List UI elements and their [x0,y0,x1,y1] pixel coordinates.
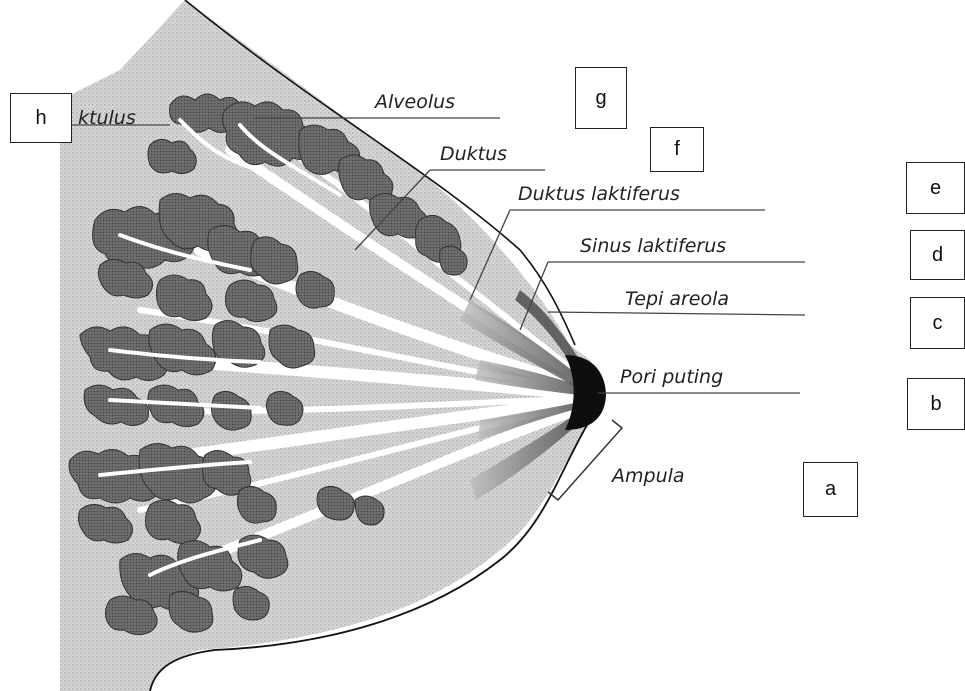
label-duktulus: ktulus [78,107,136,129]
label-alveolus: Alveolus [373,91,455,113]
answer-box-g[interactable]: g [575,67,627,129]
answer-box-b[interactable]: b [907,378,965,430]
label-pori-puting: Pori puting [620,366,723,388]
answer-box-d[interactable]: d [910,230,965,280]
answer-box-h[interactable]: h [10,93,72,143]
label-duktus: Duktus [440,143,507,165]
label-duktus-laktiferus: Duktus laktiferus [518,183,680,205]
answer-box-f[interactable]: f [650,127,704,172]
label-sinus-laktiferus: Sinus laktiferus [580,235,726,257]
answer-box-e[interactable]: e [906,162,965,214]
label-ampula: Ampula [610,465,685,487]
answer-box-c[interactable]: c [910,297,965,349]
label-tepi-areola: Tepi areola [625,288,729,310]
answer-box-a[interactable]: a [803,462,858,517]
